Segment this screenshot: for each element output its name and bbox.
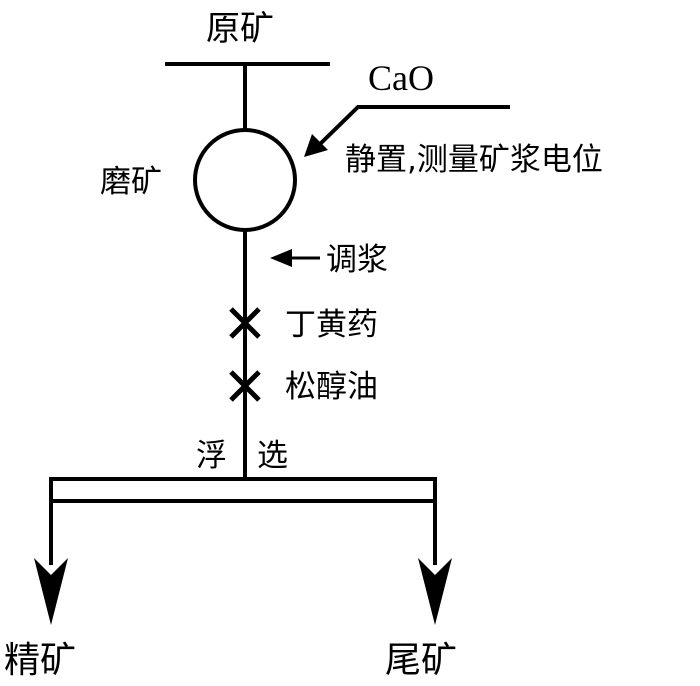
frother-cross-icon bbox=[229, 370, 261, 402]
conditioning-arrow-head-icon bbox=[270, 249, 292, 267]
cao-addition-line bbox=[316, 105, 510, 148]
cao-arrow-head-icon bbox=[304, 134, 328, 157]
flotation-label-part1: 浮 bbox=[196, 438, 227, 474]
feed-label: 原矿 bbox=[206, 9, 274, 49]
cao-reagent-label: CaO bbox=[368, 58, 434, 98]
grinding-note-label: 静置,测量矿浆电位 bbox=[345, 142, 603, 178]
grinding-mill-circle-icon bbox=[193, 128, 297, 232]
collector-label: 丁黄药 bbox=[285, 307, 378, 343]
concentrate-arrow-head-icon bbox=[34, 558, 68, 625]
frother-label: 松醇油 bbox=[285, 369, 378, 405]
tailings-label: 尾矿 bbox=[385, 640, 457, 681]
flotation-label-part2: 选 bbox=[257, 438, 288, 474]
tailings-arrow-head-icon bbox=[418, 558, 452, 625]
conditioning-label: 调浆 bbox=[326, 242, 388, 278]
grinding-label: 磨矿 bbox=[100, 164, 162, 200]
collector-cross-icon bbox=[229, 307, 261, 339]
concentrate-label: 精矿 bbox=[4, 640, 76, 681]
